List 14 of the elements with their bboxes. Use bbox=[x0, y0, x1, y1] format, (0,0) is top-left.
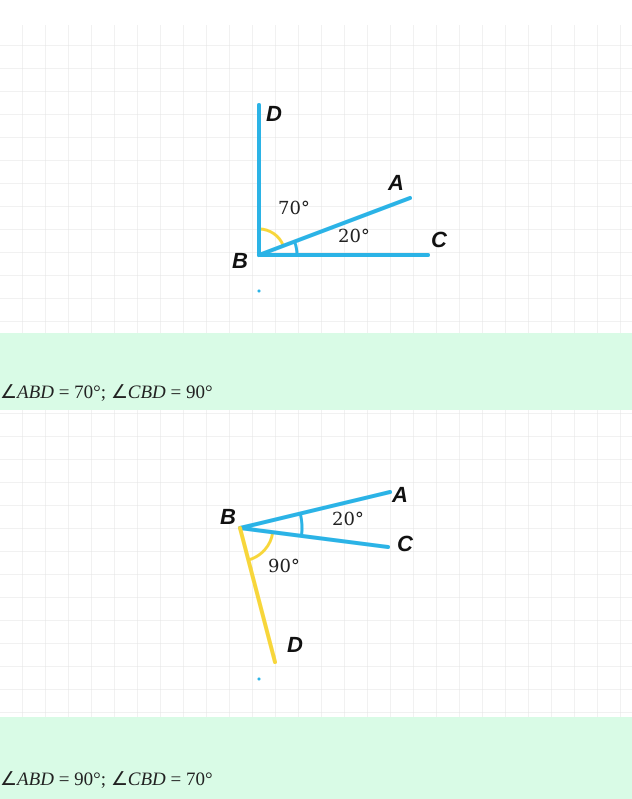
angle-label: 20° bbox=[332, 511, 364, 529]
point-label: D bbox=[266, 103, 282, 125]
point-label: D bbox=[287, 634, 303, 656]
angle-label: 20° bbox=[338, 228, 370, 246]
answer-text: ∠ABD = 90°; ∠CBD = 70° bbox=[0, 770, 213, 789]
point-label: C bbox=[431, 229, 447, 251]
angle-label: 90° bbox=[268, 558, 300, 576]
point-label: A bbox=[388, 172, 404, 194]
point-label: A bbox=[392, 484, 408, 506]
point-label: B bbox=[220, 506, 236, 528]
angle-label: 70° bbox=[278, 200, 310, 218]
point-label: C bbox=[397, 533, 413, 555]
answer-text: ∠ABD = 70°; ∠CBD = 90° bbox=[0, 383, 213, 402]
point-label: B bbox=[232, 250, 248, 272]
